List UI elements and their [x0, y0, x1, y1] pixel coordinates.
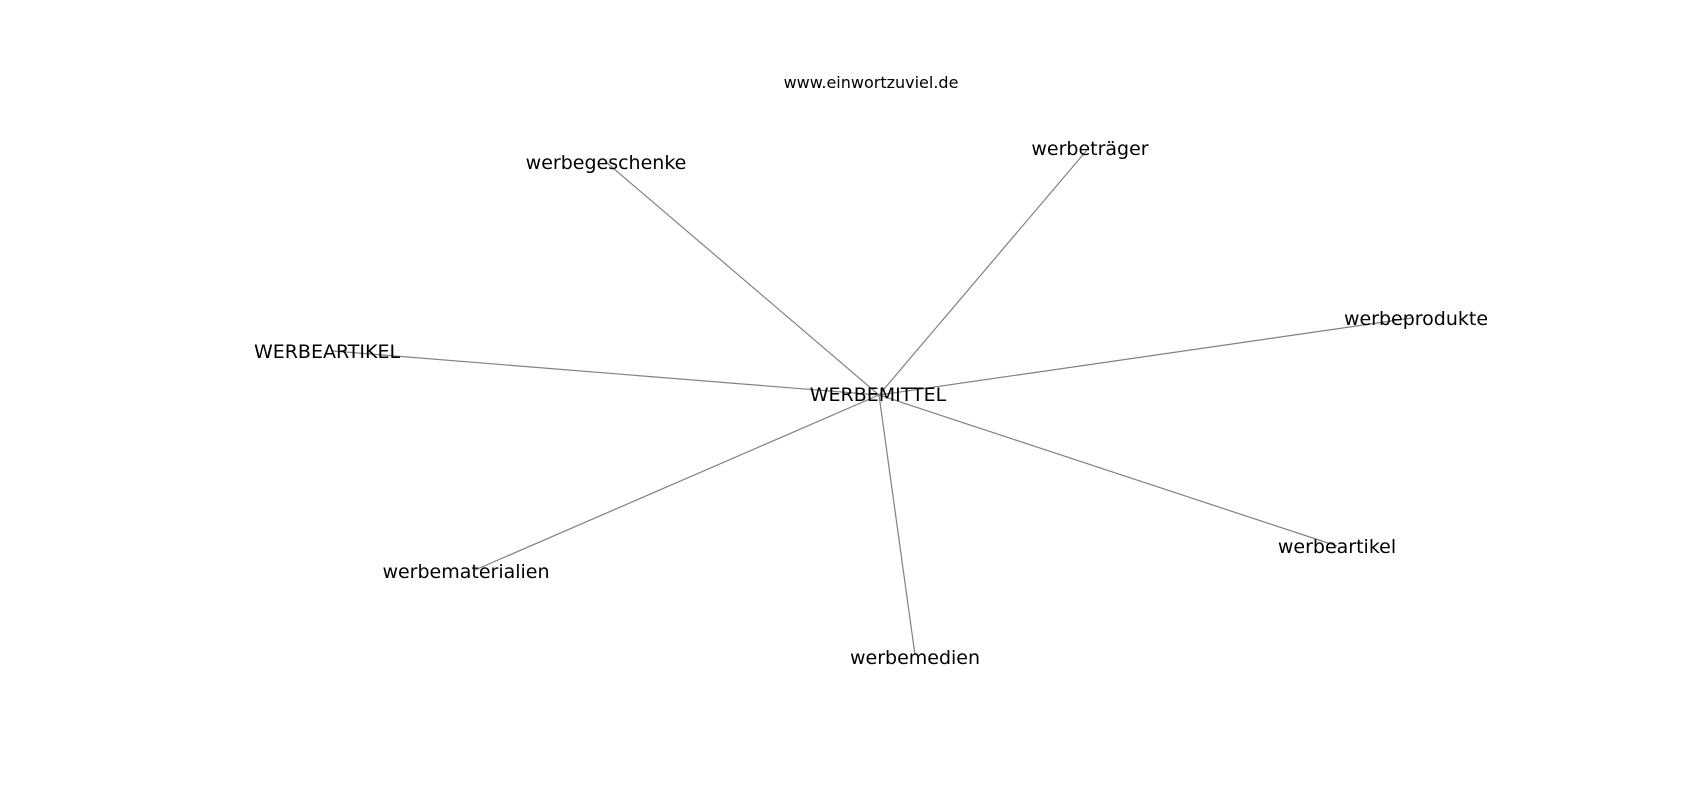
source-url-label: www.einwortzuviel.de	[784, 73, 959, 92]
edge-center-to-werbegeschenke	[605, 161, 880, 396]
labels-layer: www.einwortzuviel.de WERBEMITTEL werbege…	[254, 73, 1488, 669]
node-label-werbegeschenke: werbegeschenke	[526, 152, 687, 174]
node-label-center: WERBEMITTEL	[810, 384, 947, 406]
node-label-werbeartikel: werbeartikel	[1278, 536, 1396, 558]
edge-center-to-werbematerialien	[474, 394, 880, 571]
edge-center-to-werbeartikel-upper	[332, 350, 880, 396]
node-label-werbeprodukte: werbeprodukte	[1344, 308, 1488, 330]
node-label-werbeartikel-upper: WERBEARTIKEL	[254, 341, 401, 363]
node-label-werbemedien: werbemedien	[850, 647, 980, 669]
node-label-werbetraeger: werbeträger	[1031, 138, 1148, 160]
edge-center-to-werbemedien	[878, 394, 916, 656]
node-label-werbematerialien: werbematerialien	[382, 561, 549, 583]
edges-layer	[332, 149, 1413, 656]
edge-center-to-werbetraeger	[878, 149, 1088, 396]
edge-center-to-werbeprodukte	[878, 317, 1413, 396]
edge-center-to-werbeartikel	[878, 394, 1338, 547]
